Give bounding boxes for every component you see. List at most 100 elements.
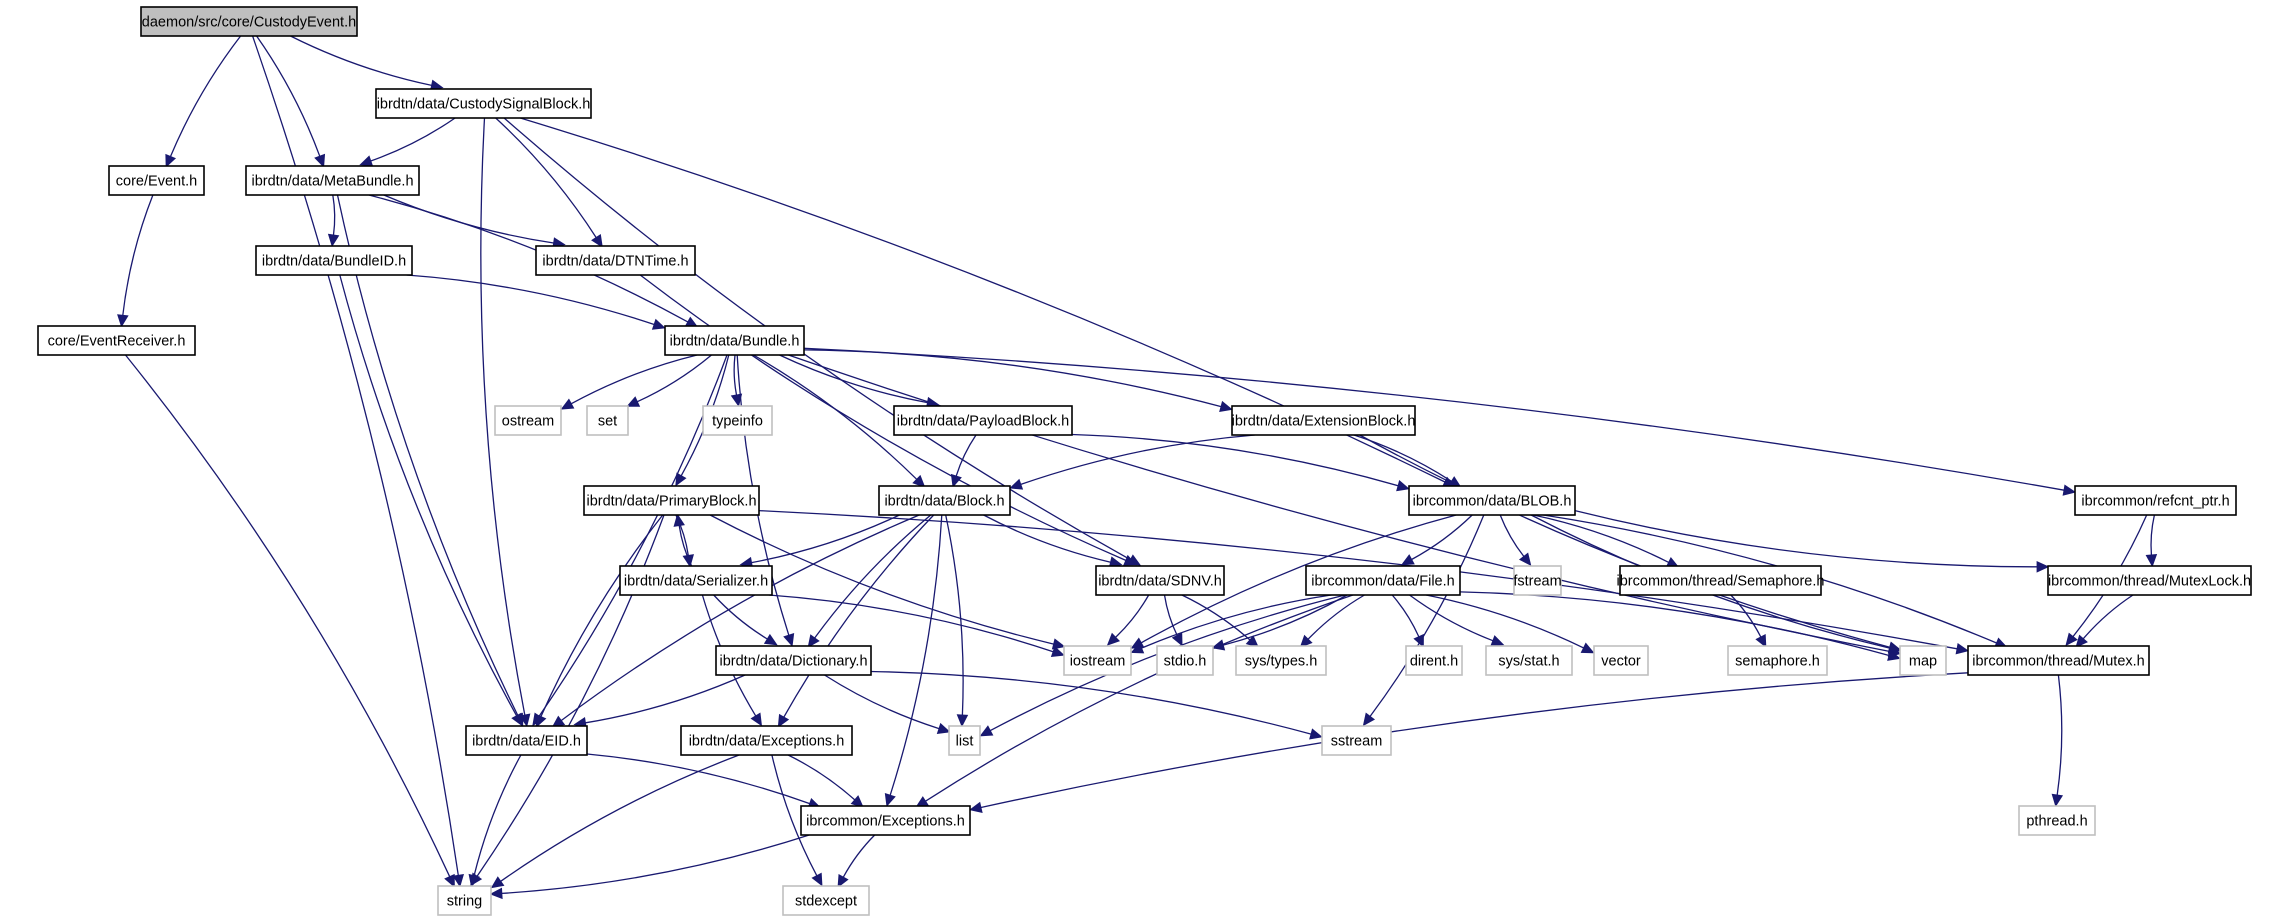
arrowhead-primaryblock-to-iostream bbox=[1051, 638, 1066, 650]
edge-serializer-to-iostream bbox=[768, 594, 1054, 653]
node-box-extensionblock bbox=[1231, 405, 1416, 436]
edge-blob-to-iostream bbox=[1140, 514, 1457, 644]
node-box-metabundle bbox=[245, 165, 420, 196]
node-box-custodyevent bbox=[140, 6, 358, 37]
edge-block-to-commonexceptions bbox=[889, 514, 943, 796]
edge-block-to-sdnv bbox=[983, 514, 1111, 563]
edge-payloadblock-to-block bbox=[955, 434, 977, 477]
arrowhead-mutex-to-commonexceptions bbox=[969, 801, 983, 814]
node-custodyevent[interactable]: daemon/src/core/CustodyEvent.h bbox=[140, 6, 358, 37]
edge-bundleid-to-bundle bbox=[406, 274, 655, 326]
node-mutex[interactable]: ibrcommon/thread/Mutex.h bbox=[1967, 645, 2150, 676]
node-box-eventreceiver bbox=[37, 325, 196, 356]
node-label-mutexlock: ibrcommon/thread/MutexLock.h bbox=[2048, 574, 2251, 590]
arrowhead-file-to-vector bbox=[1580, 642, 1595, 654]
arrowhead-blob-to-mutexlock bbox=[2036, 561, 2050, 573]
arrowhead-file-to-iostream bbox=[1130, 642, 1145, 654]
arrowhead-custodysignalblock-to-dtntime bbox=[591, 234, 603, 248]
node-refcnt[interactable]: ibrcommon/refcnt_ptr.h bbox=[2074, 485, 2237, 516]
edge-metabundle-to-dtntime bbox=[383, 194, 554, 244]
node-bundleid[interactable]: ibrdtn/data/BundleID.h bbox=[255, 245, 413, 276]
node-file[interactable]: ibrcommon/data/File.h bbox=[1305, 565, 1461, 596]
edge-blob-to-file bbox=[1411, 514, 1473, 561]
edge-file-to-sysstat bbox=[1409, 594, 1494, 642]
edge-custodysignalblock-to-metabundle bbox=[370, 117, 456, 162]
node-eventreceiver[interactable]: core/EventReceiver.h bbox=[37, 325, 196, 356]
edge-blob-to-semaphore bbox=[1533, 514, 1669, 563]
node-label-commonexceptions: ibrcommon/Exceptions.h bbox=[806, 814, 965, 830]
edge-refcnt-to-mutexlock bbox=[2150, 514, 2156, 556]
node-set: set bbox=[586, 405, 629, 436]
arrowhead-primaryblock-to-serializer bbox=[682, 554, 694, 568]
node-string: string bbox=[437, 885, 492, 916]
node-bundle[interactable]: ibrdtn/data/Bundle.h bbox=[664, 325, 805, 356]
node-blob[interactable]: ibrcommon/data/BLOB.h bbox=[1408, 485, 1576, 516]
node-label-pthread: pthread.h bbox=[2026, 814, 2087, 830]
node-label-iostream: iostream bbox=[1070, 654, 1126, 670]
node-label-sdnv: ibrdtn/data/SDNV.h bbox=[1098, 574, 1222, 590]
node-event[interactable]: core/Event.h bbox=[108, 165, 205, 196]
edge-metabundle-to-bundle bbox=[368, 194, 689, 323]
node-metabundle[interactable]: ibrdtn/data/MetaBundle.h bbox=[245, 165, 420, 196]
arrowhead-payloadblock-to-blob bbox=[1396, 480, 1410, 492]
edge-primaryblock-to-eid bbox=[540, 514, 664, 717]
node-box-systypes bbox=[1235, 645, 1327, 676]
edge-eid-to-string bbox=[473, 754, 522, 876]
node-serializer[interactable]: ibrdtn/data/Serializer.h bbox=[619, 565, 773, 596]
arrowhead-dictionary-to-sstream bbox=[1309, 728, 1323, 740]
node-dtntime[interactable]: ibrdtn/data/DTNTime.h bbox=[535, 245, 696, 276]
edge-block-to-list bbox=[945, 514, 964, 716]
edge-file-to-commonexceptions bbox=[925, 594, 1354, 802]
node-label-ostream: ostream bbox=[502, 414, 554, 430]
edge-serializer-to-dictionary bbox=[713, 594, 768, 640]
node-payloadblock[interactable]: ibrdtn/data/PayloadBlock.h bbox=[893, 405, 1073, 436]
node-box-dtnexceptions bbox=[680, 725, 853, 756]
edge-block-to-dtnexceptions bbox=[783, 514, 935, 718]
edge-sdnv-to-stdio bbox=[1163, 594, 1178, 636]
arrowhead-payloadblock-to-block bbox=[950, 473, 962, 488]
edge-custodysignalblock-to-eid bbox=[480, 117, 526, 716]
node-box-list bbox=[948, 725, 981, 756]
edge-custodyevent-to-metabundle bbox=[256, 35, 321, 157]
node-box-iostream bbox=[1063, 645, 1132, 676]
node-commonexceptions[interactable]: ibrcommon/Exceptions.h bbox=[800, 805, 971, 836]
arrowhead-bundle-to-block bbox=[912, 474, 926, 488]
node-box-string bbox=[437, 885, 492, 916]
node-block[interactable]: ibrdtn/data/Block.h bbox=[878, 485, 1011, 516]
arrowhead-commonexceptions-to-stdexcept bbox=[837, 873, 849, 888]
node-label-refcnt: ibrcommon/refcnt_ptr.h bbox=[2081, 494, 2229, 510]
node-label-string: string bbox=[447, 894, 482, 910]
node-label-semaphoreh: semaphore.h bbox=[1735, 654, 1820, 670]
node-label-map: map bbox=[1909, 654, 1937, 670]
edge-dtntime-to-sdnv bbox=[639, 274, 1127, 561]
edge-bundle-to-extensionblock bbox=[803, 349, 1222, 408]
arrowhead-mutex-to-pthread bbox=[2051, 793, 2064, 808]
edge-extensionblock-to-block bbox=[1020, 434, 1255, 486]
arrowhead-dictionary-to-list bbox=[936, 722, 951, 734]
arrowhead-block-to-list bbox=[956, 714, 969, 728]
arrowhead-bundle-to-dictionary bbox=[783, 632, 795, 647]
node-fstream: fstream bbox=[1513, 565, 1562, 596]
edge-custodysignalblock-to-dtntime bbox=[495, 117, 597, 238]
node-box-typeinfo bbox=[702, 405, 773, 436]
node-box-semaphoreh bbox=[1727, 645, 1828, 676]
node-semaphore[interactable]: ibrcommon/thread/Semaphore.h bbox=[1617, 565, 1825, 596]
node-dtnexceptions[interactable]: ibrdtn/data/Exceptions.h bbox=[680, 725, 853, 756]
node-primaryblock[interactable]: ibrdtn/data/PrimaryBlock.h bbox=[583, 485, 760, 516]
node-eid[interactable]: ibrdtn/data/EID.h bbox=[465, 725, 588, 756]
node-mutexlock[interactable]: ibrcommon/thread/MutexLock.h bbox=[2047, 565, 2252, 596]
node-dictionary[interactable]: ibrdtn/data/Dictionary.h bbox=[715, 645, 872, 676]
edge-file-to-vector bbox=[1425, 594, 1584, 649]
node-sdnv[interactable]: ibrdtn/data/SDNV.h bbox=[1095, 565, 1225, 596]
arrowhead-bundleid-to-eid bbox=[511, 712, 523, 727]
node-box-payloadblock bbox=[893, 405, 1073, 436]
node-extensionblock[interactable]: ibrdtn/data/ExtensionBlock.h bbox=[1231, 405, 1416, 436]
node-label-semaphore: ibrcommon/thread/Semaphore.h bbox=[1617, 574, 1825, 590]
node-label-systypes: sys/types.h bbox=[1245, 654, 1318, 670]
node-dirent: dirent.h bbox=[1405, 645, 1463, 676]
node-box-serializer bbox=[619, 565, 773, 596]
node-box-commonexceptions bbox=[800, 805, 971, 836]
arrowhead-bundle-to-set bbox=[626, 396, 641, 407]
edge-semaphore-to-semaphoreh bbox=[1730, 594, 1762, 638]
node-custodysignalblock[interactable]: ibrdtn/data/CustodySignalBlock.h bbox=[375, 88, 592, 119]
